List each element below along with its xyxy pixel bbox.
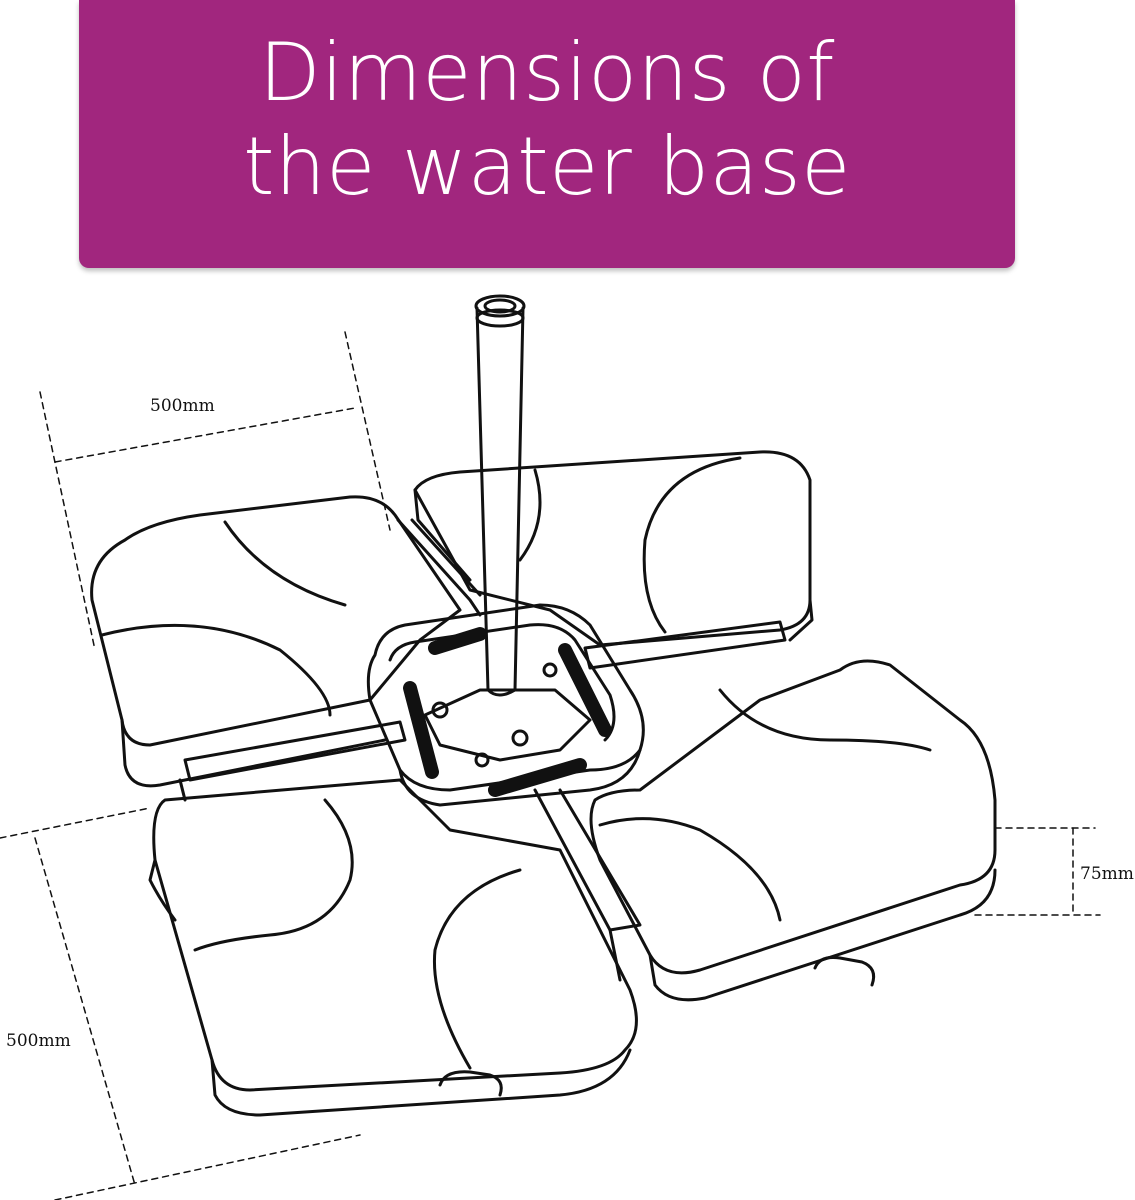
central-pole (474, 294, 526, 697)
base-segment-top-left (90, 495, 462, 788)
base-segment-bottom-left (148, 778, 638, 1117)
title-line-2: the water base (243, 120, 851, 213)
water-base-diagram (0, 294, 1101, 1200)
dimension-label-top-width: 500mm (150, 396, 215, 416)
page-title: Dimensions of the water base (79, 26, 1015, 214)
base-channels (178, 518, 787, 982)
dimension-label-height: 75mm (1080, 864, 1134, 884)
clamp-levers (403, 627, 612, 797)
base-segment-bottom-right (589, 659, 997, 1002)
central-hub (366, 603, 645, 807)
dimension-lines (0, 331, 1101, 1200)
title-line-1: Dimensions of (259, 26, 835, 119)
dimension-label-side-depth: 500mm (6, 1031, 71, 1051)
title-banner: Dimensions of the water base (79, 0, 1015, 268)
base-segment-top-right (413, 450, 814, 647)
